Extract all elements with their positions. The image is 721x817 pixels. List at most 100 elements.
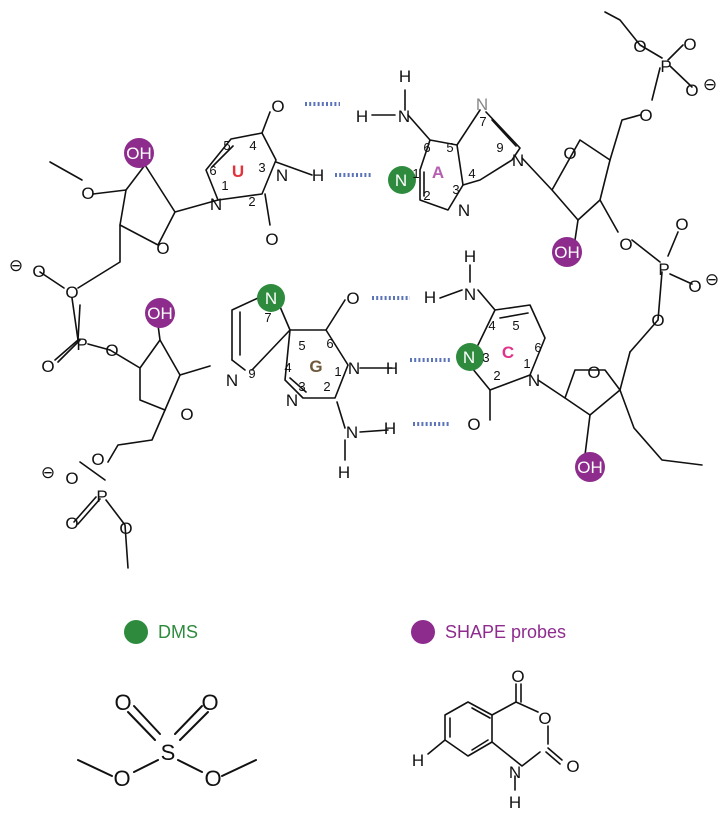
- ring-number: 7: [479, 114, 486, 129]
- atom-h: H: [412, 751, 424, 770]
- charge-sign: ⊖: [703, 75, 717, 94]
- charge-sign: ⊖: [9, 256, 23, 275]
- atom-o: O: [41, 357, 54, 376]
- atom-n: N: [509, 763, 521, 782]
- bond-line: [71, 297, 79, 341]
- ring-number: 2: [493, 368, 500, 383]
- bond-line: [667, 44, 684, 61]
- atom-h: H: [386, 359, 398, 378]
- dms-site-guanine-n7: [257, 284, 285, 312]
- bond-line: [133, 705, 161, 735]
- bond-line: [667, 231, 679, 257]
- charge-sign: ⊖: [41, 463, 55, 482]
- ring-number: 6: [326, 336, 333, 351]
- ring-number: 3: [258, 160, 265, 175]
- atom-o: O: [180, 405, 193, 424]
- bond-line: [221, 759, 257, 777]
- legend: DMS SHAPE probes: [124, 620, 566, 644]
- atom-o: O: [685, 81, 698, 100]
- bond-line: [619, 389, 703, 466]
- bond-line: [107, 409, 166, 463]
- bond-line: [211, 145, 234, 168]
- bond-line: [545, 751, 561, 765]
- atom-n: N: [346, 423, 358, 442]
- ring-number: 6: [534, 340, 541, 355]
- guanosine: O N 9 7 5 4 6 1 2 3 G O N H N N H H: [180, 289, 398, 482]
- ring-number: 6: [209, 163, 216, 178]
- ring-number: 6: [423, 140, 430, 155]
- bond-line: [439, 289, 463, 299]
- bond-line: [427, 739, 446, 755]
- uridine: U O N H N O 1 2 3 4 5 6 O O O O ⊖: [9, 97, 324, 302]
- bond-line: [57, 339, 81, 363]
- bond-line: [471, 707, 491, 719]
- atom-o: O: [156, 239, 169, 258]
- shape-site-guanosine: [145, 298, 175, 328]
- bond-line: [462, 111, 521, 186]
- dms-reagent-structure: O O S O O: [77, 690, 257, 791]
- atom-n: N: [348, 359, 360, 378]
- atom-o: O: [114, 690, 131, 715]
- atom-h: H: [384, 419, 396, 438]
- phosphate-a-c: P O O ⊖ O: [651, 215, 719, 330]
- shape-legend-label: SHAPE probes: [445, 622, 566, 642]
- atom-h: H: [312, 166, 324, 185]
- guanine-letter: G: [309, 357, 322, 376]
- atom-n: N: [286, 391, 298, 410]
- atom-o: O: [511, 667, 524, 686]
- bond-line: [471, 739, 489, 751]
- bond-line: [231, 297, 259, 361]
- bond-line: [49, 161, 83, 181]
- atom-o: O: [105, 341, 118, 360]
- atom-n: N: [476, 95, 488, 114]
- atom-o: O: [639, 106, 652, 125]
- atom-o: O: [651, 311, 664, 330]
- bond-line: [491, 119, 517, 147]
- bond-line: [599, 199, 619, 233]
- ring-number: 1: [221, 178, 228, 193]
- bond-line: [336, 401, 346, 429]
- shape-site-cytidine: [575, 452, 605, 482]
- hydrogen-bonds: [305, 102, 450, 426]
- bond-line: [231, 359, 246, 371]
- bond-line: [407, 114, 464, 211]
- bond-line: [471, 367, 491, 391]
- nitrogen-label: N: [463, 348, 475, 367]
- ring-number: 3: [298, 379, 305, 394]
- bond-line: [491, 741, 541, 767]
- atom-o: O: [587, 363, 600, 382]
- ring-number: 4: [468, 166, 475, 181]
- hydroxyl-label: OH: [147, 304, 173, 323]
- bond-line: [284, 329, 349, 399]
- atom-o: O: [538, 709, 551, 728]
- ring-number: 5: [512, 318, 519, 333]
- atom-o: O: [201, 690, 218, 715]
- atom-n: N: [276, 166, 288, 185]
- atom-o: O: [566, 757, 579, 776]
- bond-line: [629, 271, 663, 353]
- atom-s: S: [161, 740, 176, 765]
- bond-line: [359, 429, 389, 433]
- atom-o: O: [204, 766, 221, 791]
- bond-line: [499, 312, 529, 319]
- atom-o: O: [619, 235, 632, 254]
- atom-n: N: [210, 195, 222, 214]
- bond-line: [179, 711, 209, 741]
- ring-number: 4: [249, 138, 256, 153]
- bond-line: [444, 701, 493, 757]
- bond-line: [289, 377, 307, 393]
- bond-line: [264, 193, 271, 226]
- bond-line: [547, 747, 563, 761]
- shape-legend-dot: [411, 620, 435, 644]
- atom-o: O: [65, 283, 78, 302]
- atom-h: H: [424, 288, 436, 307]
- shape-site-uridine: [124, 138, 154, 168]
- adenine-letter: A: [432, 163, 444, 182]
- bond-line: [651, 67, 661, 101]
- bond-line: [109, 339, 181, 411]
- atom-o: O: [633, 37, 646, 56]
- atom-o: O: [467, 415, 480, 434]
- probe-markers: OH OH OH OH N N N: [124, 138, 605, 482]
- bond-line: [669, 273, 693, 285]
- atom-p: P: [658, 260, 669, 279]
